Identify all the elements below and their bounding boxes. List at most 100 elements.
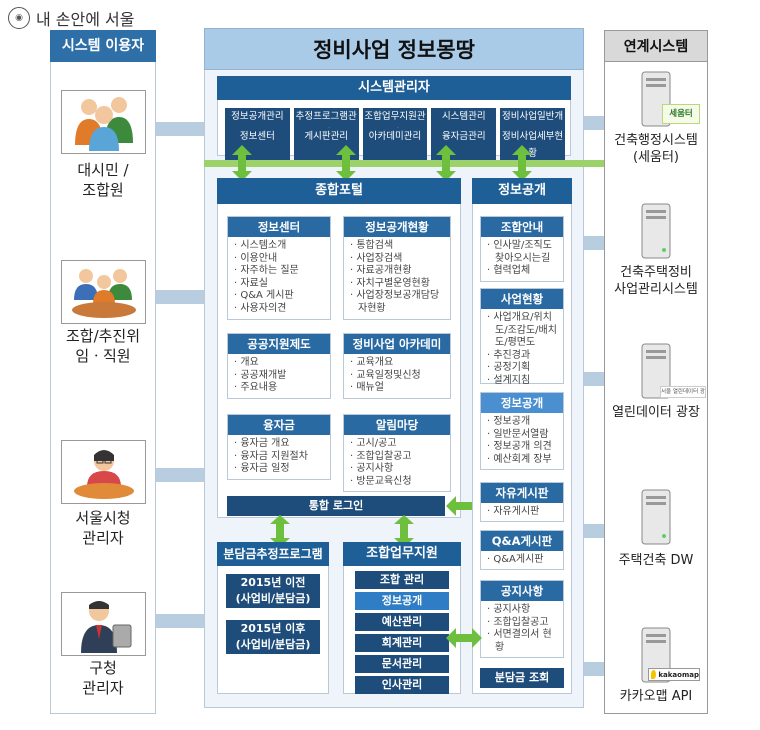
union-task-item[interactable]: 회계관리 [355,634,449,652]
union-info-list: 인사말/조직도 찾아오시는길 협력업체 [481,237,563,281]
kakaomap-badge-text: kakaomap [658,670,699,679]
list-item[interactable]: 매뉴얼 [350,382,444,395]
notice-box: 알림마당 고시/공고 조합입찰공고 공지사항 방문교육신청 [343,414,451,492]
connector-sys1 [584,116,604,130]
list-item[interactable]: 설계지침 [487,375,557,388]
list-item[interactable]: 통합검색 [350,240,444,253]
list-item[interactable]: 고시/공고 [350,438,444,451]
union-task-item[interactable]: 문서관리 [355,655,449,673]
linked-system-label: 주택건축 DW [618,553,694,568]
open-data-badge: 서울 열린데이터 광장 [660,386,706,398]
list-item[interactable]: 서면결의서 현황 [487,629,557,654]
seumteo-badge: 세움터 [662,104,700,124]
list-item[interactable]: 이용안내 [234,253,324,266]
double-arrow-icon [336,145,356,181]
union-info-box: 조합안내 인사말/조직도 찾아오시는길 협력업체 [480,216,564,282]
list-item[interactable]: 자료공개현황 [350,265,444,278]
district-admin-icon [61,592,146,656]
user-label-city: 서울시청 관리자 [75,509,131,547]
list-item[interactable]: 인사말/조직도 찾아오시는길 [487,240,557,265]
public-support-box: 공공지원제도 개요 공공재개발 주요내용 [227,333,331,399]
list-item[interactable]: 자치구별운영현황 [350,278,444,291]
disclosure-status-title: 정보공개현황 [344,217,450,237]
list-item[interactable]: 개요 [234,357,324,370]
qna-title: Q&A게시판 [481,531,563,551]
list-item[interactable]: 협력업체 [487,265,557,278]
list-item[interactable]: 사업개요/위치도/조감도/배치도/평면도 [487,312,557,350]
notice-title: 알림마당 [344,415,450,435]
list-item[interactable]: 시스템소개 [234,240,324,253]
double-arrow-icon [512,145,532,181]
list-item[interactable]: 교육개요 [350,357,444,370]
list-item[interactable]: 자유게시판 [487,506,557,519]
disclosure-notice-box: 공지사항 공지사항 조합입찰공고 서면결의서 현황 [480,580,564,658]
estimate-header: 분담금추정프로그램 [217,542,329,566]
list-item[interactable]: 자료실 [234,278,324,291]
disclosure-notice-list: 공지사항 조합입찰공고 서면결의서 현황 [481,601,563,657]
list-item[interactable]: 조합입찰공고 [350,451,444,464]
union-info-title: 조합안내 [481,217,563,237]
loan-list: 융자금 개요 융자금 지원절차 융자금 일정 [228,435,330,479]
list-item[interactable]: 융자금 지원절차 [234,451,324,464]
list-item[interactable]: 사업장정보공개담당자현황 [350,290,444,315]
list-item[interactable]: 정보공개 의견 [487,441,557,454]
disclosure-status-list: 통합검색 사업장검색 자료공개현황 자치구별운영현황 사업장정보공개담당자현황 [344,237,450,319]
estimate-after-2015-button[interactable]: 2015년 이후 (사업비/분담금) [226,620,320,654]
user-column-header: 시스템 이용자 [50,30,156,62]
list-item[interactable]: Q&A게시판 [487,554,557,567]
seoul-seal-icon: ◉ [8,7,30,29]
server-icon [641,343,671,399]
list-item[interactable]: 정보공개 [487,416,557,429]
list-item[interactable]: 방문교육신청 [350,476,444,489]
project-status-list: 사업개요/위치도/조감도/배치도/평면도 추진경과 공정기획 설계지침 [481,309,563,391]
integration-band [204,160,584,167]
estimate-panel [217,542,329,694]
list-item[interactable]: 사용자의견 [234,303,324,316]
list-item[interactable]: 사업장검색 [350,253,444,266]
connector-union [156,290,204,304]
integrated-login-button[interactable]: 통합 로그인 [227,496,445,516]
list-item[interactable]: 추진경과 [487,350,557,363]
brand: ◉ 내 손안에 서울 [8,6,135,30]
academy-title: 정비사업 아카데미 [344,334,450,354]
list-item[interactable]: 일반문서열람 [487,429,557,442]
disclosure-sub-list: 정보공개 일반문서열람 정보공개 의견 예산회계 장부 [481,413,563,469]
union-task-item-active[interactable]: 정보공개 [355,592,449,610]
list-item[interactable]: 공공재개발 [234,370,324,383]
user-label-citizens: 대시민 / 조합원 [77,161,129,199]
sysadmin-chip[interactable]: 정보센터 [225,128,290,162]
list-item[interactable]: Q&A 게시판 [234,290,324,303]
double-arrow-icon [394,515,414,547]
connector-sys5 [584,662,604,676]
info-center-list: 시스템소개 이용안내 자주하는 질문 자료실 Q&A 게시판 사용자의견 [228,237,330,319]
sysadmin-chip[interactable]: 정비사업세부현황 [500,128,565,162]
list-item[interactable]: 교육일정및신청 [350,370,444,383]
list-item[interactable]: 주요내용 [234,382,324,395]
list-item[interactable]: 공지사항 [487,604,557,617]
user-label-union: 조합/추진위 임ㆍ직원 [65,327,141,365]
info-center-box: 정보센터 시스템소개 이용안내 자주하는 질문 자료실 Q&A 게시판 사용자의… [227,216,331,320]
union-task-item[interactable]: 조합 관리 [355,571,449,589]
list-item[interactable]: 융자금 일정 [234,463,324,476]
connector-sys4 [584,524,604,538]
share-lookup-button[interactable]: 분담금 조회 [480,668,564,688]
union-task-item[interactable]: 예산관리 [355,613,449,631]
estimate-before-2015-button[interactable]: 2015년 이전 (사업비/분담금) [226,574,320,608]
list-item[interactable]: 자주하는 질문 [234,265,324,278]
list-item[interactable]: 융자금 개요 [234,438,324,451]
public-support-list: 개요 공공재개발 주요내용 [228,354,330,398]
integration-band-right [584,160,604,167]
list-item[interactable]: 조합입찰공고 [487,617,557,630]
list-item[interactable]: 예산회계 장부 [487,454,557,467]
qna-list: Q&A게시판 [481,551,563,570]
connector-citizens [156,122,204,136]
disclosure-sub-title: 정보공개 [481,393,563,413]
project-status-title: 사업현황 [481,289,563,309]
sysadmin-chip[interactable]: 아카데미관리 [362,128,428,162]
info-center-title: 정보센터 [228,217,330,237]
list-item[interactable]: 공지사항 [350,463,444,476]
union-task-item[interactable]: 인사관리 [355,676,449,694]
linked-system-label: 건축행정시스템 (세움터) [614,133,698,165]
list-item[interactable]: 공정기획 [487,362,557,375]
user-label-district: 구청 관리자 [82,659,124,697]
